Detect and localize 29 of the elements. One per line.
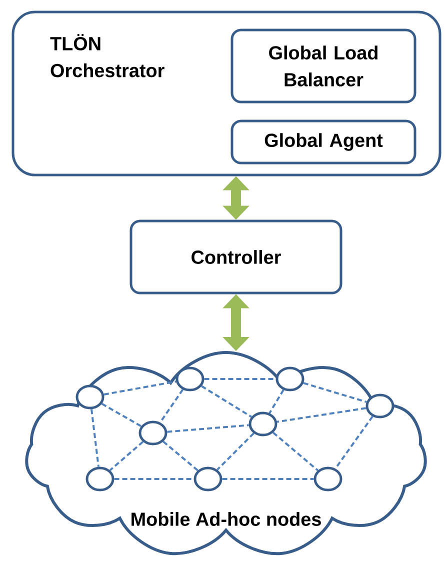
controller-box: Controller	[130, 220, 342, 294]
network-node	[76, 384, 104, 410]
dashed-link	[109, 440, 144, 472]
component-box: Global Load Balancer	[230, 28, 416, 104]
dashed-link	[276, 407, 366, 423]
network-node	[248, 412, 278, 436]
component-box: Global Agent	[230, 120, 416, 164]
network-node	[176, 366, 204, 392]
dashed-link	[303, 382, 367, 403]
dashed-link	[101, 402, 142, 428]
dashed-link	[90, 409, 100, 467]
dashed-link	[272, 432, 318, 472]
network-node	[138, 420, 168, 446]
dashed-link	[216, 432, 254, 470]
network-node	[276, 366, 304, 392]
network-node	[366, 394, 394, 418]
network-node	[86, 466, 114, 492]
dashed-link	[222, 478, 314, 480]
dashed-link	[114, 478, 194, 480]
dashed-link	[167, 424, 249, 433]
dashed-link	[204, 378, 276, 380]
dashed-link	[334, 416, 374, 470]
network-node	[194, 466, 222, 492]
dashed-link	[201, 385, 252, 418]
dashed-link	[162, 440, 198, 472]
dashed-link	[268, 389, 284, 414]
dashed-link	[104, 380, 176, 396]
network-node	[314, 466, 342, 492]
dashed-link	[159, 389, 184, 423]
